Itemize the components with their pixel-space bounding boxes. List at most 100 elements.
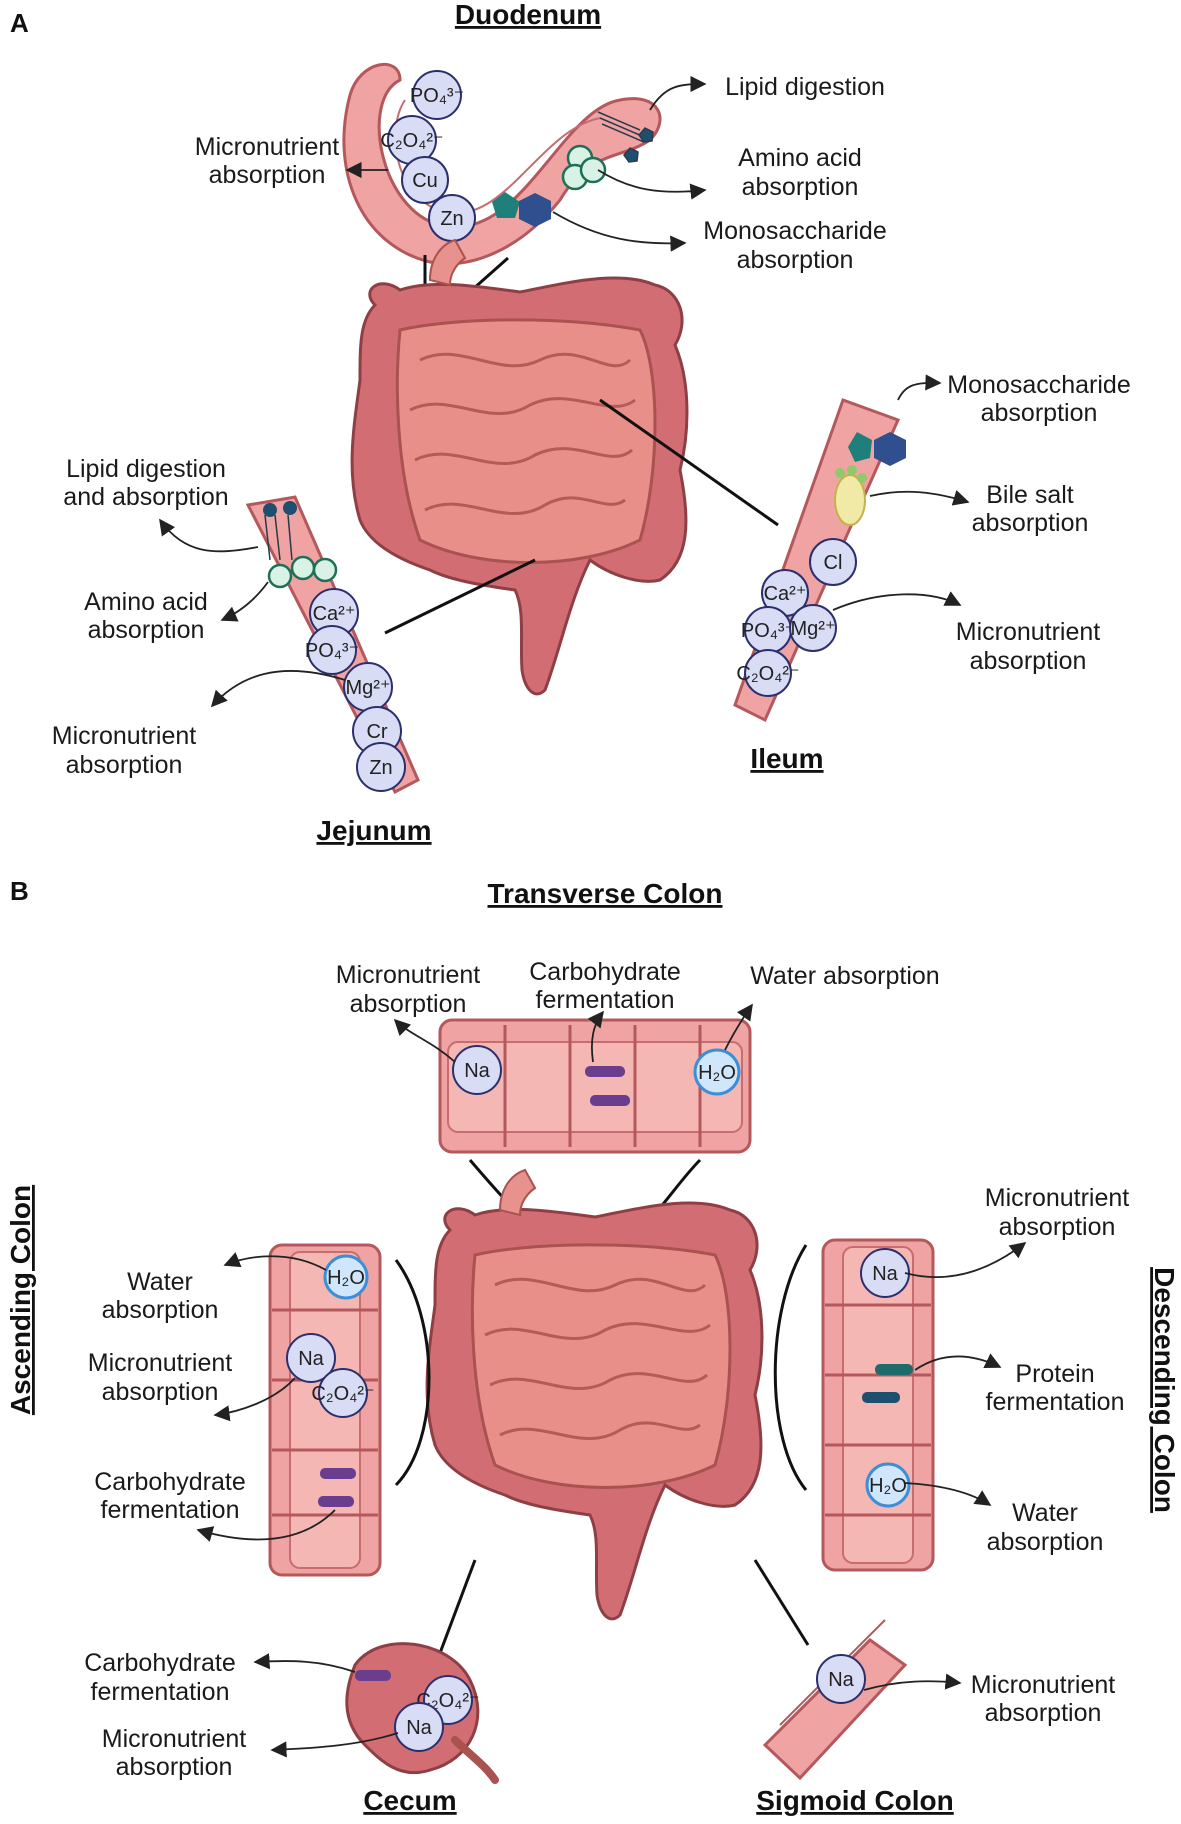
monosaccharide-icon — [492, 192, 520, 218]
ion-label: H₂O — [698, 1062, 736, 1084]
arrow — [869, 490, 970, 506]
bacteria-icon — [590, 1095, 630, 1106]
descending-water-label-2: absorption — [987, 1528, 1104, 1556]
transverse-title: Transverse Colon — [488, 878, 723, 909]
ileum-bile-label-2: absorption — [972, 509, 1089, 537]
duodenum-segment: PO₄³⁻ C₂O₄²⁻ Cu Zn — [342, 63, 662, 266]
sigmoid-colon-segment: Na — [762, 1619, 908, 1781]
arrow — [904, 1482, 992, 1506]
ion-label: C₂O₄²⁻ — [380, 130, 443, 152]
connector-line — [753, 1559, 810, 1646]
cecum-carb-label-1: Carbohydrate — [84, 1649, 235, 1677]
duodenum-mono-label-2: absorption — [737, 246, 854, 274]
ion-sodium-descending — [860, 1248, 910, 1298]
bacteria-icon — [862, 1392, 900, 1403]
descending-colon-segment: Na H₂O — [821, 1238, 935, 1572]
jejunum-micro-label-2: absorption — [66, 751, 183, 779]
bacteria-icon — [585, 1066, 625, 1077]
ion-label: Cr — [366, 721, 387, 743]
jejunum-micro-label-1: Micronutrient — [52, 722, 197, 750]
jejunum-amino-label-1: Amino acid — [84, 588, 208, 616]
ion-label: C₂O₄²⁻ — [311, 1383, 374, 1405]
ion-label: PO₄³⁻ — [410, 85, 464, 107]
bacteria-icon — [318, 1496, 354, 1507]
sigmoid-title: Sigmoid Colon — [756, 1785, 954, 1816]
intestine-illustration-b — [425, 1168, 764, 1621]
ion-copper — [401, 156, 449, 204]
transverse-carb-label-1: Carbohydrate — [529, 958, 680, 986]
ascending-water-label-2: absorption — [102, 1296, 219, 1324]
monosaccharide-icon — [874, 432, 906, 466]
monosaccharide-icon — [519, 193, 551, 227]
ion-label: Na — [298, 1348, 324, 1370]
jejunum-amino-label-2: absorption — [88, 616, 205, 644]
ileum-segment: Cl Ca²⁺ PO₄³⁻ Mg²⁺ C₂O₄²⁻ — [733, 398, 906, 723]
ileum-micro-label-2: absorption — [970, 647, 1087, 675]
arrow — [393, 1018, 456, 1063]
ascending-micro-label-1: Micronutrient — [88, 1349, 233, 1377]
connector-line — [394, 1259, 431, 1487]
monosaccharide-icon — [848, 432, 872, 462]
water-icon — [865, 1462, 911, 1508]
connector-line — [599, 398, 779, 527]
ileum-title: Ileum — [750, 743, 823, 774]
bacteria-icon — [875, 1364, 913, 1375]
ion-label: Cl — [824, 552, 843, 574]
ion-sodium-cecum — [394, 1702, 444, 1752]
arrow — [897, 374, 942, 401]
arrow — [270, 1732, 399, 1758]
descending-micro-label-2: absorption — [999, 1213, 1116, 1241]
water-icon — [323, 1254, 369, 1300]
arrow — [220, 581, 269, 622]
ion-label: Zn — [440, 208, 463, 230]
ion-label: PO₄³⁻ — [305, 640, 359, 662]
arrow — [159, 518, 259, 553]
ion-label: Mg²⁺ — [346, 677, 391, 699]
ion-label: Cu — [412, 170, 438, 192]
ion-magnesium-ileum — [789, 604, 837, 652]
ascending-micro-label-2: absorption — [102, 1378, 219, 1406]
arrow — [832, 591, 962, 611]
transverse-colon-segment: Na H₂O — [438, 1018, 752, 1154]
ion-label: H₂O — [327, 1267, 365, 1289]
connector-line — [384, 558, 536, 635]
transverse-micro-label-1: Micronutrient — [336, 961, 481, 989]
arrow — [649, 75, 707, 111]
descending-title: Descending Colon — [1149, 1267, 1180, 1513]
amino-acid-icon — [267, 563, 293, 589]
duodenum-lipid-label: Lipid digestion — [725, 73, 885, 101]
ascending-carb-label-1: Carbohydrate — [94, 1468, 245, 1496]
jejunum-title: Jejunum — [316, 815, 431, 846]
arrow — [213, 1377, 296, 1422]
cecum-micro-label-1: Micronutrient — [102, 1725, 247, 1753]
amino-acid-icon — [579, 156, 607, 184]
ion-label: Mg²⁺ — [791, 618, 836, 640]
jejunum-lipid-label-2: and absorption — [63, 483, 228, 511]
transverse-carb-label-2: fermentation — [536, 986, 675, 1014]
connector-line — [773, 1244, 808, 1491]
cecum-carb-label-2: fermentation — [91, 1678, 230, 1706]
ileum-mono-label-2: absorption — [981, 399, 1098, 427]
arrow — [597, 169, 707, 200]
ascending-colon-segment: H₂O Na C₂O₄²⁻ — [268, 1243, 382, 1577]
ion-sodium-sigmoid — [816, 1654, 866, 1704]
bile-salt-icon — [834, 474, 866, 526]
sigmoid-micro-label-2: absorption — [985, 1699, 1102, 1727]
ion-label: C₂O₄²⁻ — [736, 663, 799, 685]
duodenum-mono-label-1: Monosaccharide — [703, 217, 886, 245]
transverse-micro-label-2: absorption — [350, 990, 467, 1018]
ion-label: Na — [828, 1669, 854, 1691]
ion-label: Ca²⁺ — [313, 603, 356, 625]
ion-zinc-jejunum — [356, 742, 406, 792]
ascending-title: Ascending Colon — [5, 1185, 36, 1415]
ion-label: Na — [406, 1717, 432, 1739]
arrow — [914, 1353, 1002, 1371]
arrow — [552, 211, 687, 252]
duodenum-micro-label-2: absorption — [209, 161, 326, 189]
amino-acid-icon — [290, 555, 316, 581]
sigmoid-micro-label-1: Micronutrient — [971, 1671, 1116, 1699]
arrow — [196, 1509, 336, 1542]
ion-chloride — [809, 538, 857, 586]
ascending-water-label-1: Water — [127, 1268, 193, 1296]
